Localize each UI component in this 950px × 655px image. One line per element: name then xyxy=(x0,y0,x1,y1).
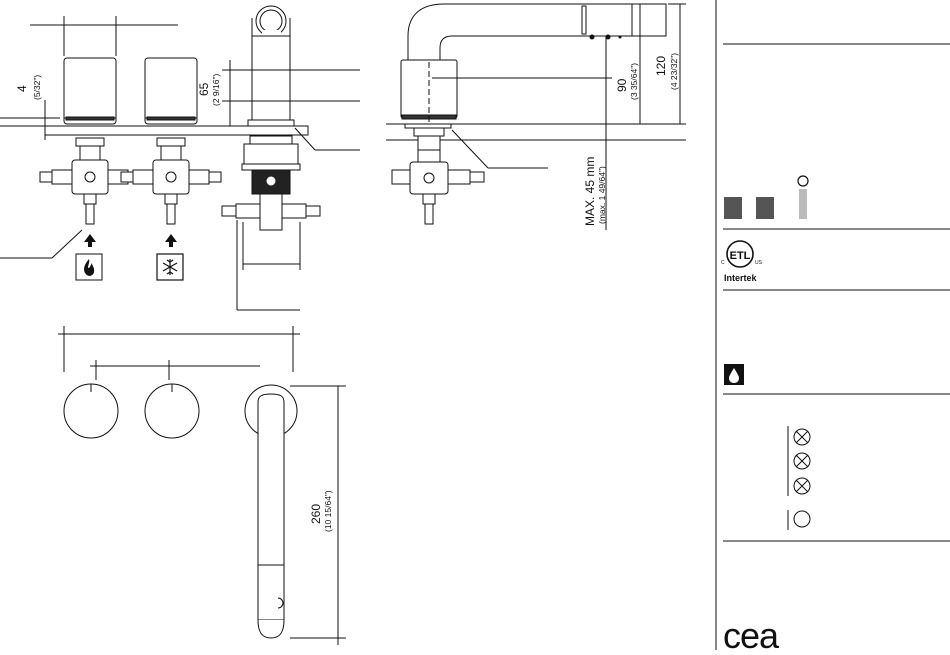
finish-swatch xyxy=(756,197,774,219)
cold-knob-top xyxy=(145,384,199,438)
spout-side xyxy=(408,4,666,60)
snowflake-icon xyxy=(157,254,183,280)
water-drop-icon xyxy=(724,364,744,385)
wall-plate xyxy=(45,126,308,135)
dim-spout-height: 65 xyxy=(197,82,211,96)
spout-top xyxy=(258,394,284,620)
etl-certification-logo: ETL C US Intertek xyxy=(721,241,763,283)
brand-logo: cea xyxy=(723,615,780,655)
dim-spout-height-imperial: (2 9/16") xyxy=(211,74,221,106)
dim-spout-drop: 90 xyxy=(615,78,629,92)
cold-valve xyxy=(121,138,221,224)
dim-spout-total: 120 xyxy=(654,56,668,76)
finish-swatch xyxy=(724,197,742,219)
dim-max-wall: MAX. 45 mm xyxy=(583,157,597,226)
dim-spout-length-imperial: (10 15/64") xyxy=(323,490,333,532)
crossed-circle-icon xyxy=(794,429,810,445)
dim-spout-total-imperial: (4 23/32") xyxy=(669,53,679,90)
dim-plate-thickness-imperial: (5/32") xyxy=(32,75,42,100)
spout-rough-in xyxy=(222,136,320,230)
dim-spout-drop-imperial: (3 35/64") xyxy=(629,63,639,100)
intertek-label: Intertek xyxy=(724,273,758,283)
svg-text:ETL: ETL xyxy=(730,250,751,262)
info-icon xyxy=(798,176,808,219)
circle-icon xyxy=(794,511,810,527)
cold-handle xyxy=(145,58,197,124)
crossed-circle-icon xyxy=(794,478,810,494)
dim-max-wall-imperial: (max. 1 49/64") xyxy=(597,166,607,224)
svg-text:C: C xyxy=(721,260,725,266)
svg-text:US: US xyxy=(755,260,763,266)
dim-plate-thickness: 4 xyxy=(15,85,29,92)
spec-sidebar: ETL C US Intertek cea xyxy=(715,0,950,655)
flame-icon xyxy=(76,254,102,280)
dim-spout-length: 260 xyxy=(309,504,323,524)
crossed-circle-icon xyxy=(794,453,810,469)
hot-knob-top xyxy=(64,384,118,438)
hot-handle xyxy=(64,58,116,124)
technical-drawing: 4 (5/32") 65 (2 9/16") 90 (3 35/64") 120… xyxy=(0,0,715,655)
